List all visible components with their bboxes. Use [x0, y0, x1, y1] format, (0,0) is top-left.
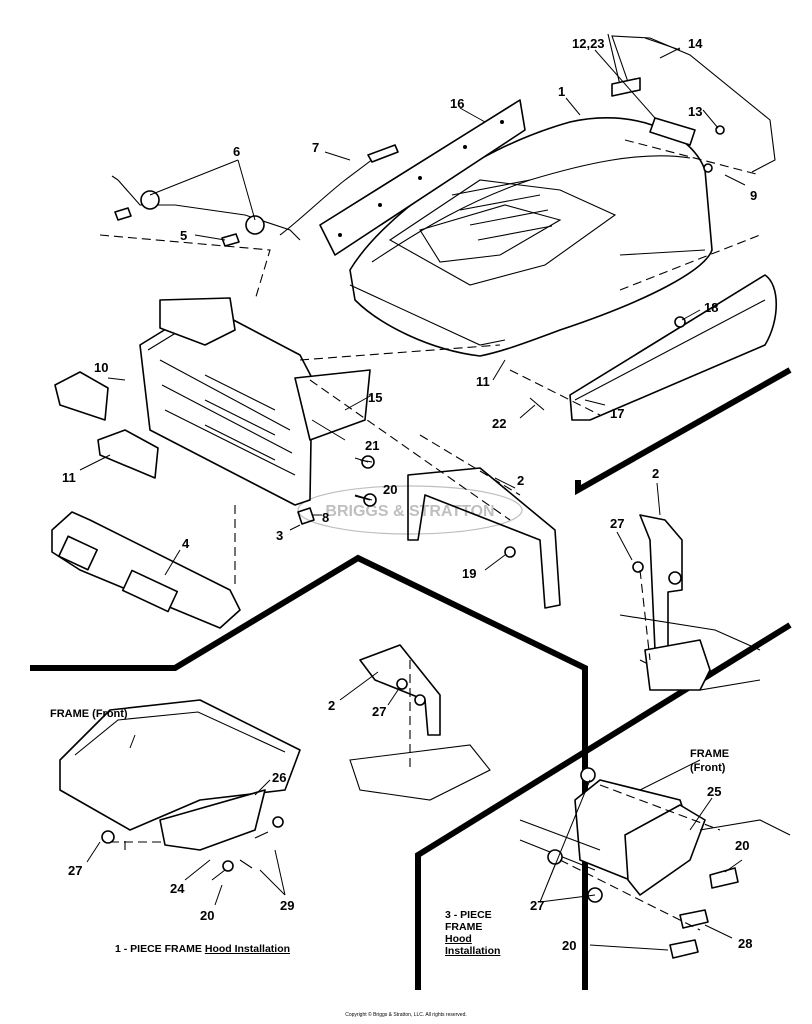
- callout-8: 8: [322, 510, 329, 525]
- callout-labels: 1 12,23 14 13 9 16 7 6 5 10 11 15 21 20 …: [62, 36, 757, 953]
- callout-16: 16: [450, 96, 464, 111]
- callout-27-left: 27: [68, 863, 82, 878]
- callout-27-middle: 27: [372, 704, 386, 719]
- callout-2-upper: 2: [517, 473, 524, 488]
- lower-trim-bar-part: [569, 274, 778, 421]
- callout-20-upper: 20: [383, 482, 397, 497]
- callout-27-right: 27: [610, 516, 624, 531]
- one-piece-frame-detail: [59, 699, 301, 881]
- callout-3: 3: [276, 528, 283, 543]
- wire-harness-part: [279, 147, 396, 236]
- callout-6: 6: [233, 144, 240, 159]
- grille-part: [139, 297, 371, 506]
- callout-11-left: 11: [62, 470, 76, 485]
- section-divider-line-lower: [415, 622, 792, 990]
- callout-28: 28: [738, 936, 752, 951]
- frame-front-label-right: (Front): [690, 762, 726, 774]
- frame-label-right: FRAME: [690, 748, 729, 760]
- lens-part-lower: [97, 429, 159, 479]
- hood-part: [349, 117, 713, 357]
- three-piece-caption-line4: Installation: [445, 945, 501, 957]
- callout-1: 1: [558, 84, 565, 99]
- middle-frame-detail: [349, 644, 491, 801]
- callout-13: 13: [688, 104, 702, 119]
- callout-27-lower-right: 27: [530, 898, 544, 913]
- callout-2-middle: 2: [328, 698, 335, 713]
- hardware-pieces: [297, 125, 725, 558]
- callout-7: 7: [312, 140, 319, 155]
- side-trim-strip-part: [319, 99, 526, 256]
- callout-12-23: 12,23: [572, 36, 605, 51]
- brand-watermark: BRIGGS & STRATTON: [297, 485, 523, 535]
- callout-19: 19: [462, 566, 476, 581]
- callout-24: 24: [170, 881, 185, 896]
- wire-connector: [367, 144, 399, 163]
- three-piece-frame-bracket: [519, 767, 791, 959]
- callout-20-right-lower: 20: [562, 938, 576, 953]
- leader-lines: [79, 47, 746, 951]
- callout-10: 10: [94, 360, 108, 375]
- assembly-dashed-lines: [99, 139, 761, 931]
- three-piece-frame-caption: 3 - PIECE FRAME Hood Installation: [445, 909, 500, 957]
- one-piece-frame-caption: 1 - PIECE FRAME Hood Installation: [115, 943, 290, 955]
- three-piece-caption-line2: FRAME: [445, 921, 483, 933]
- callout-20-right-upper: 20: [735, 838, 749, 853]
- lens-part: [54, 371, 109, 421]
- callout-22: 22: [492, 416, 506, 431]
- callout-17: 17: [610, 406, 624, 421]
- callout-26: 26: [272, 770, 286, 785]
- callout-5: 5: [180, 228, 187, 243]
- callout-25: 25: [707, 784, 721, 799]
- watermark-text: BRIGGS & STRATTON: [325, 503, 494, 520]
- callout-11-center: 11: [476, 374, 490, 389]
- callout-18: 18: [704, 300, 718, 315]
- copyright-notice: Copyright © Briggs & Stratton, LLC. All …: [345, 1012, 467, 1018]
- one-piece-caption-underlined: Hood Installation: [204, 943, 291, 955]
- one-piece-caption-prefix: 1 - PIECE FRAME: [115, 943, 205, 955]
- section-divider-line-right: [575, 367, 792, 496]
- callout-14: 14: [688, 36, 703, 51]
- callout-9: 9: [750, 188, 757, 203]
- callout-29: 29: [280, 898, 294, 913]
- callout-4: 4: [182, 536, 190, 551]
- right-frame-detail: [619, 514, 761, 691]
- bumper-part: [51, 511, 241, 629]
- callout-15: 15: [368, 390, 382, 405]
- callout-20-left: 20: [200, 908, 214, 923]
- three-piece-caption-line1: 3 - PIECE: [445, 909, 492, 921]
- frame-front-label-left: FRAME (Front): [50, 708, 128, 720]
- hood-support-bracket-part: [407, 467, 561, 609]
- emblem-plate-part: [649, 117, 696, 146]
- callout-2-right: 2: [652, 466, 659, 481]
- callout-21: 21: [365, 438, 379, 453]
- headlight-assembly-part: [111, 175, 301, 247]
- three-piece-caption-line3: Hood: [445, 933, 472, 945]
